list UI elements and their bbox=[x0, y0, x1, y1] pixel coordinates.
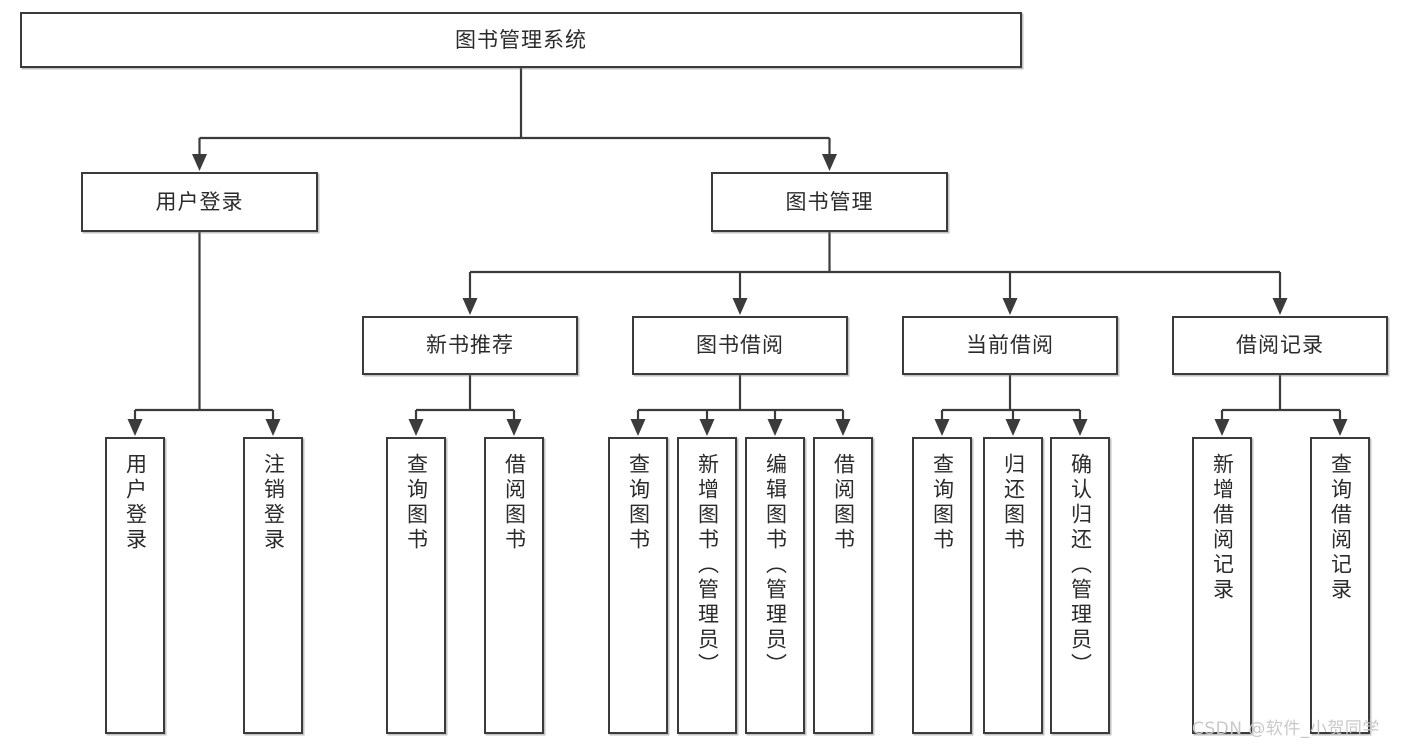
leaf-query-book-borrow[interactable]: 查询图书 bbox=[608, 437, 668, 734]
leaf-query-book-current-label: 查询图书 bbox=[930, 453, 955, 553]
leaf-query-book-recommend-label: 查询图书 bbox=[404, 453, 429, 553]
node-book-management-label: 图书管理 bbox=[785, 189, 874, 214]
node-new-book-recommend-label: 新书推荐 bbox=[426, 333, 514, 358]
node-current-borrow[interactable]: 当前借阅 bbox=[902, 316, 1118, 375]
leaf-confirm-return-admin[interactable]: 确认归还（管理员） bbox=[1050, 437, 1110, 734]
leaf-query-book-borrow-label: 查询图书 bbox=[626, 453, 651, 553]
leaf-confirm-return-admin-label: 确认归还（管理员） bbox=[1068, 453, 1093, 678]
leaf-logout-login[interactable]: 注销登录 bbox=[243, 437, 303, 734]
leaf-logout-login-label: 注销登录 bbox=[261, 453, 286, 553]
leaf-edit-book-admin[interactable]: 编辑图书（管理员） bbox=[745, 437, 805, 734]
leaf-query-borrow-record-label: 查询借阅记录 bbox=[1328, 453, 1353, 603]
node-book-borrow[interactable]: 图书借阅 bbox=[632, 316, 848, 375]
node-borrow-record[interactable]: 借阅记录 bbox=[1172, 316, 1388, 375]
leaf-borrow-book[interactable]: 借阅图书 bbox=[813, 437, 873, 734]
node-new-book-recommend[interactable]: 新书推荐 bbox=[362, 316, 578, 375]
node-root[interactable]: 图书管理系统 bbox=[20, 12, 1022, 68]
leaf-user-login[interactable]: 用户登录 bbox=[105, 437, 165, 734]
leaf-borrow-book-label: 借阅图书 bbox=[831, 453, 856, 553]
leaf-add-borrow-record[interactable]: 新增借阅记录 bbox=[1192, 437, 1252, 734]
leaf-return-book[interactable]: 归还图书 bbox=[983, 437, 1043, 734]
node-user-login-label: 用户登录 bbox=[155, 189, 244, 214]
node-book-management[interactable]: 图书管理 bbox=[711, 172, 948, 232]
leaf-borrow-book-recommend[interactable]: 借阅图书 bbox=[484, 437, 544, 734]
leaf-query-book-recommend[interactable]: 查询图书 bbox=[386, 437, 446, 734]
leaf-borrow-book-recommend-label: 借阅图书 bbox=[502, 453, 527, 553]
leaf-add-book-admin[interactable]: 新增图书（管理员） bbox=[677, 437, 737, 734]
csdn-watermark: CSDN @软件_小贺同学 bbox=[1192, 719, 1380, 739]
node-borrow-record-label: 借阅记录 bbox=[1236, 333, 1324, 358]
node-current-borrow-label: 当前借阅 bbox=[966, 333, 1054, 358]
leaf-user-login-label: 用户登录 bbox=[123, 453, 148, 553]
leaf-query-borrow-record[interactable]: 查询借阅记录 bbox=[1310, 437, 1370, 734]
leaf-edit-book-admin-label: 编辑图书（管理员） bbox=[763, 453, 788, 678]
node-book-borrow-label: 图书借阅 bbox=[696, 333, 784, 358]
leaf-add-borrow-record-label: 新增借阅记录 bbox=[1210, 453, 1235, 603]
node-user-login[interactable]: 用户登录 bbox=[81, 172, 318, 232]
leaf-query-book-current[interactable]: 查询图书 bbox=[912, 437, 972, 734]
leaf-return-book-label: 归还图书 bbox=[1001, 453, 1026, 553]
node-root-label: 图书管理系统 bbox=[455, 27, 587, 52]
leaf-add-book-admin-label: 新增图书（管理员） bbox=[695, 453, 720, 678]
